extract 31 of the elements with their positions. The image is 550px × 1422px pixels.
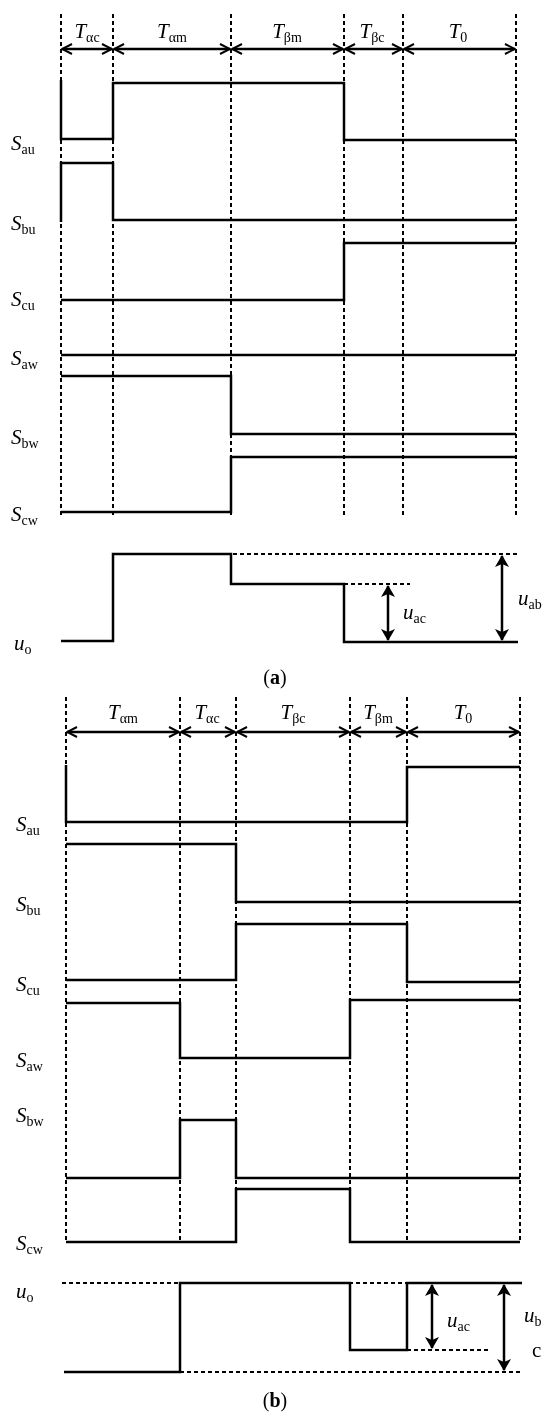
- signal-label: S$_{aw}$: [11, 348, 38, 372]
- signal-label: S$_{au}$: [11, 133, 35, 157]
- interval-label: T$_{βc}$: [280, 702, 306, 726]
- interval-label: T$_{0}$: [448, 21, 468, 45]
- interval-label: T$_{αc}$: [194, 702, 220, 726]
- signal-label: S$_{bw}$: [16, 1105, 44, 1129]
- signal-label: S$_{au}$: [16, 814, 40, 838]
- signal-label: S$_{bu}$: [11, 213, 36, 237]
- interval-label: T$_{βm}$: [363, 702, 393, 726]
- signal-label: S$_{cu}$: [11, 289, 35, 313]
- interval-label: T$_{αc}$: [74, 21, 100, 45]
- signal-label: S$_{bw}$: [11, 427, 39, 451]
- voltage-label: u$_{ab}$: [518, 588, 542, 612]
- interval-label: T$_{βm}$: [272, 21, 302, 45]
- voltage-label: u$_{ac}$: [403, 602, 426, 626]
- panel-caption: (b): [262, 1390, 288, 1410]
- interval-label: T$_{0}$: [453, 702, 473, 726]
- interval-label: T$_{αm}$: [108, 702, 138, 726]
- voltage-label: c: [532, 1339, 542, 1361]
- interval-label: T$_{αm}$: [157, 21, 187, 45]
- signal-label: S$_{bu}$: [16, 894, 41, 918]
- signal-label: u$_{o}$: [16, 1281, 34, 1305]
- voltage-label: u$_{ac}$: [447, 1310, 470, 1334]
- signal-label: u$_{o}$: [14, 633, 32, 657]
- signal-label: S$_{cw}$: [16, 1233, 43, 1257]
- signal-label: S$_{cw}$: [11, 504, 38, 528]
- voltage-label: u$_{b}$: [524, 1305, 542, 1329]
- panel-caption: (a): [263, 667, 287, 687]
- signal-label: S$_{cu}$: [16, 974, 40, 998]
- signal-label: S$_{aw}$: [16, 1050, 43, 1074]
- interval-label: T$_{βc}$: [359, 21, 385, 45]
